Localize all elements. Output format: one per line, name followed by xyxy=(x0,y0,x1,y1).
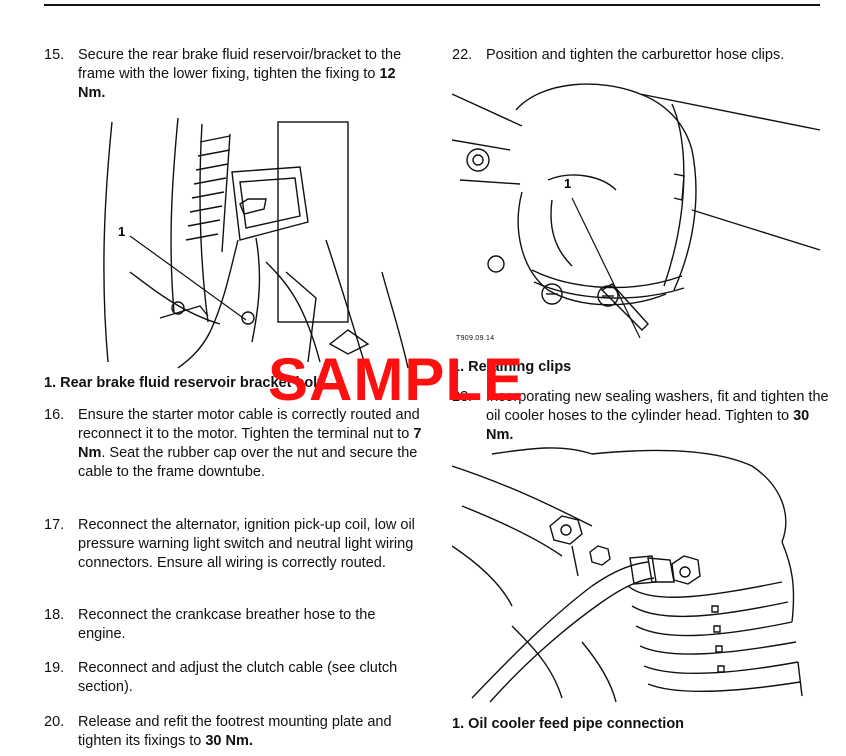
step-text: Reconnect and adjust the clutch cable (s… xyxy=(78,660,398,695)
figure-caption: 1. Rear brake fluid reservoir bracket bo… xyxy=(44,375,323,391)
figure-code: T909.09.14 xyxy=(456,335,495,342)
figure-carburettor-clips: 1 xyxy=(452,83,821,339)
step-text: Secure the rear brake fluid reservoir/br… xyxy=(78,47,402,82)
torque-value: 7 Nm xyxy=(78,426,422,461)
step-text: Ensure the starter motor cable is correc… xyxy=(78,407,420,442)
step-text: Release and refit the footrest mounting … xyxy=(78,714,392,749)
step-text-cont: . Seat the rubber cap over the nut and s… xyxy=(78,445,418,480)
figure-caption: 1. Oil cooler feed pipe connection xyxy=(452,716,685,732)
step-number: 23. xyxy=(452,389,473,405)
step-text: Reconnect the alternator, ignition pick-… xyxy=(78,517,415,571)
callout-label: 1 xyxy=(118,224,125,239)
figure-oil-cooler xyxy=(452,447,803,703)
torque-value: 12 Nm. xyxy=(78,66,396,101)
header-rule xyxy=(44,4,820,6)
step-text: Incorporating new sealing washers, fit a… xyxy=(486,389,829,424)
step-text: Reconnect the crankcase breather hose to… xyxy=(78,607,376,642)
step-number: 16. xyxy=(44,407,65,423)
step-number: 18. xyxy=(44,607,65,623)
figure-caption: 1. Retaining clips xyxy=(452,359,572,375)
torque-value: 30 Nm. xyxy=(205,733,253,749)
callout-label: 1 xyxy=(564,176,571,191)
step-number: 22. xyxy=(452,47,473,63)
step-number: 17. xyxy=(44,517,65,533)
torque-value: 30 Nm. xyxy=(486,408,810,443)
step-number: 19. xyxy=(44,660,65,676)
step-text: Position and tighten the carburettor hos… xyxy=(486,47,785,63)
sample-watermark: SAMPLE xyxy=(268,346,525,413)
step-number: 15. xyxy=(44,47,65,63)
figure-brake-reservoir: 1 xyxy=(103,117,409,369)
step-number: 20. xyxy=(44,714,65,730)
